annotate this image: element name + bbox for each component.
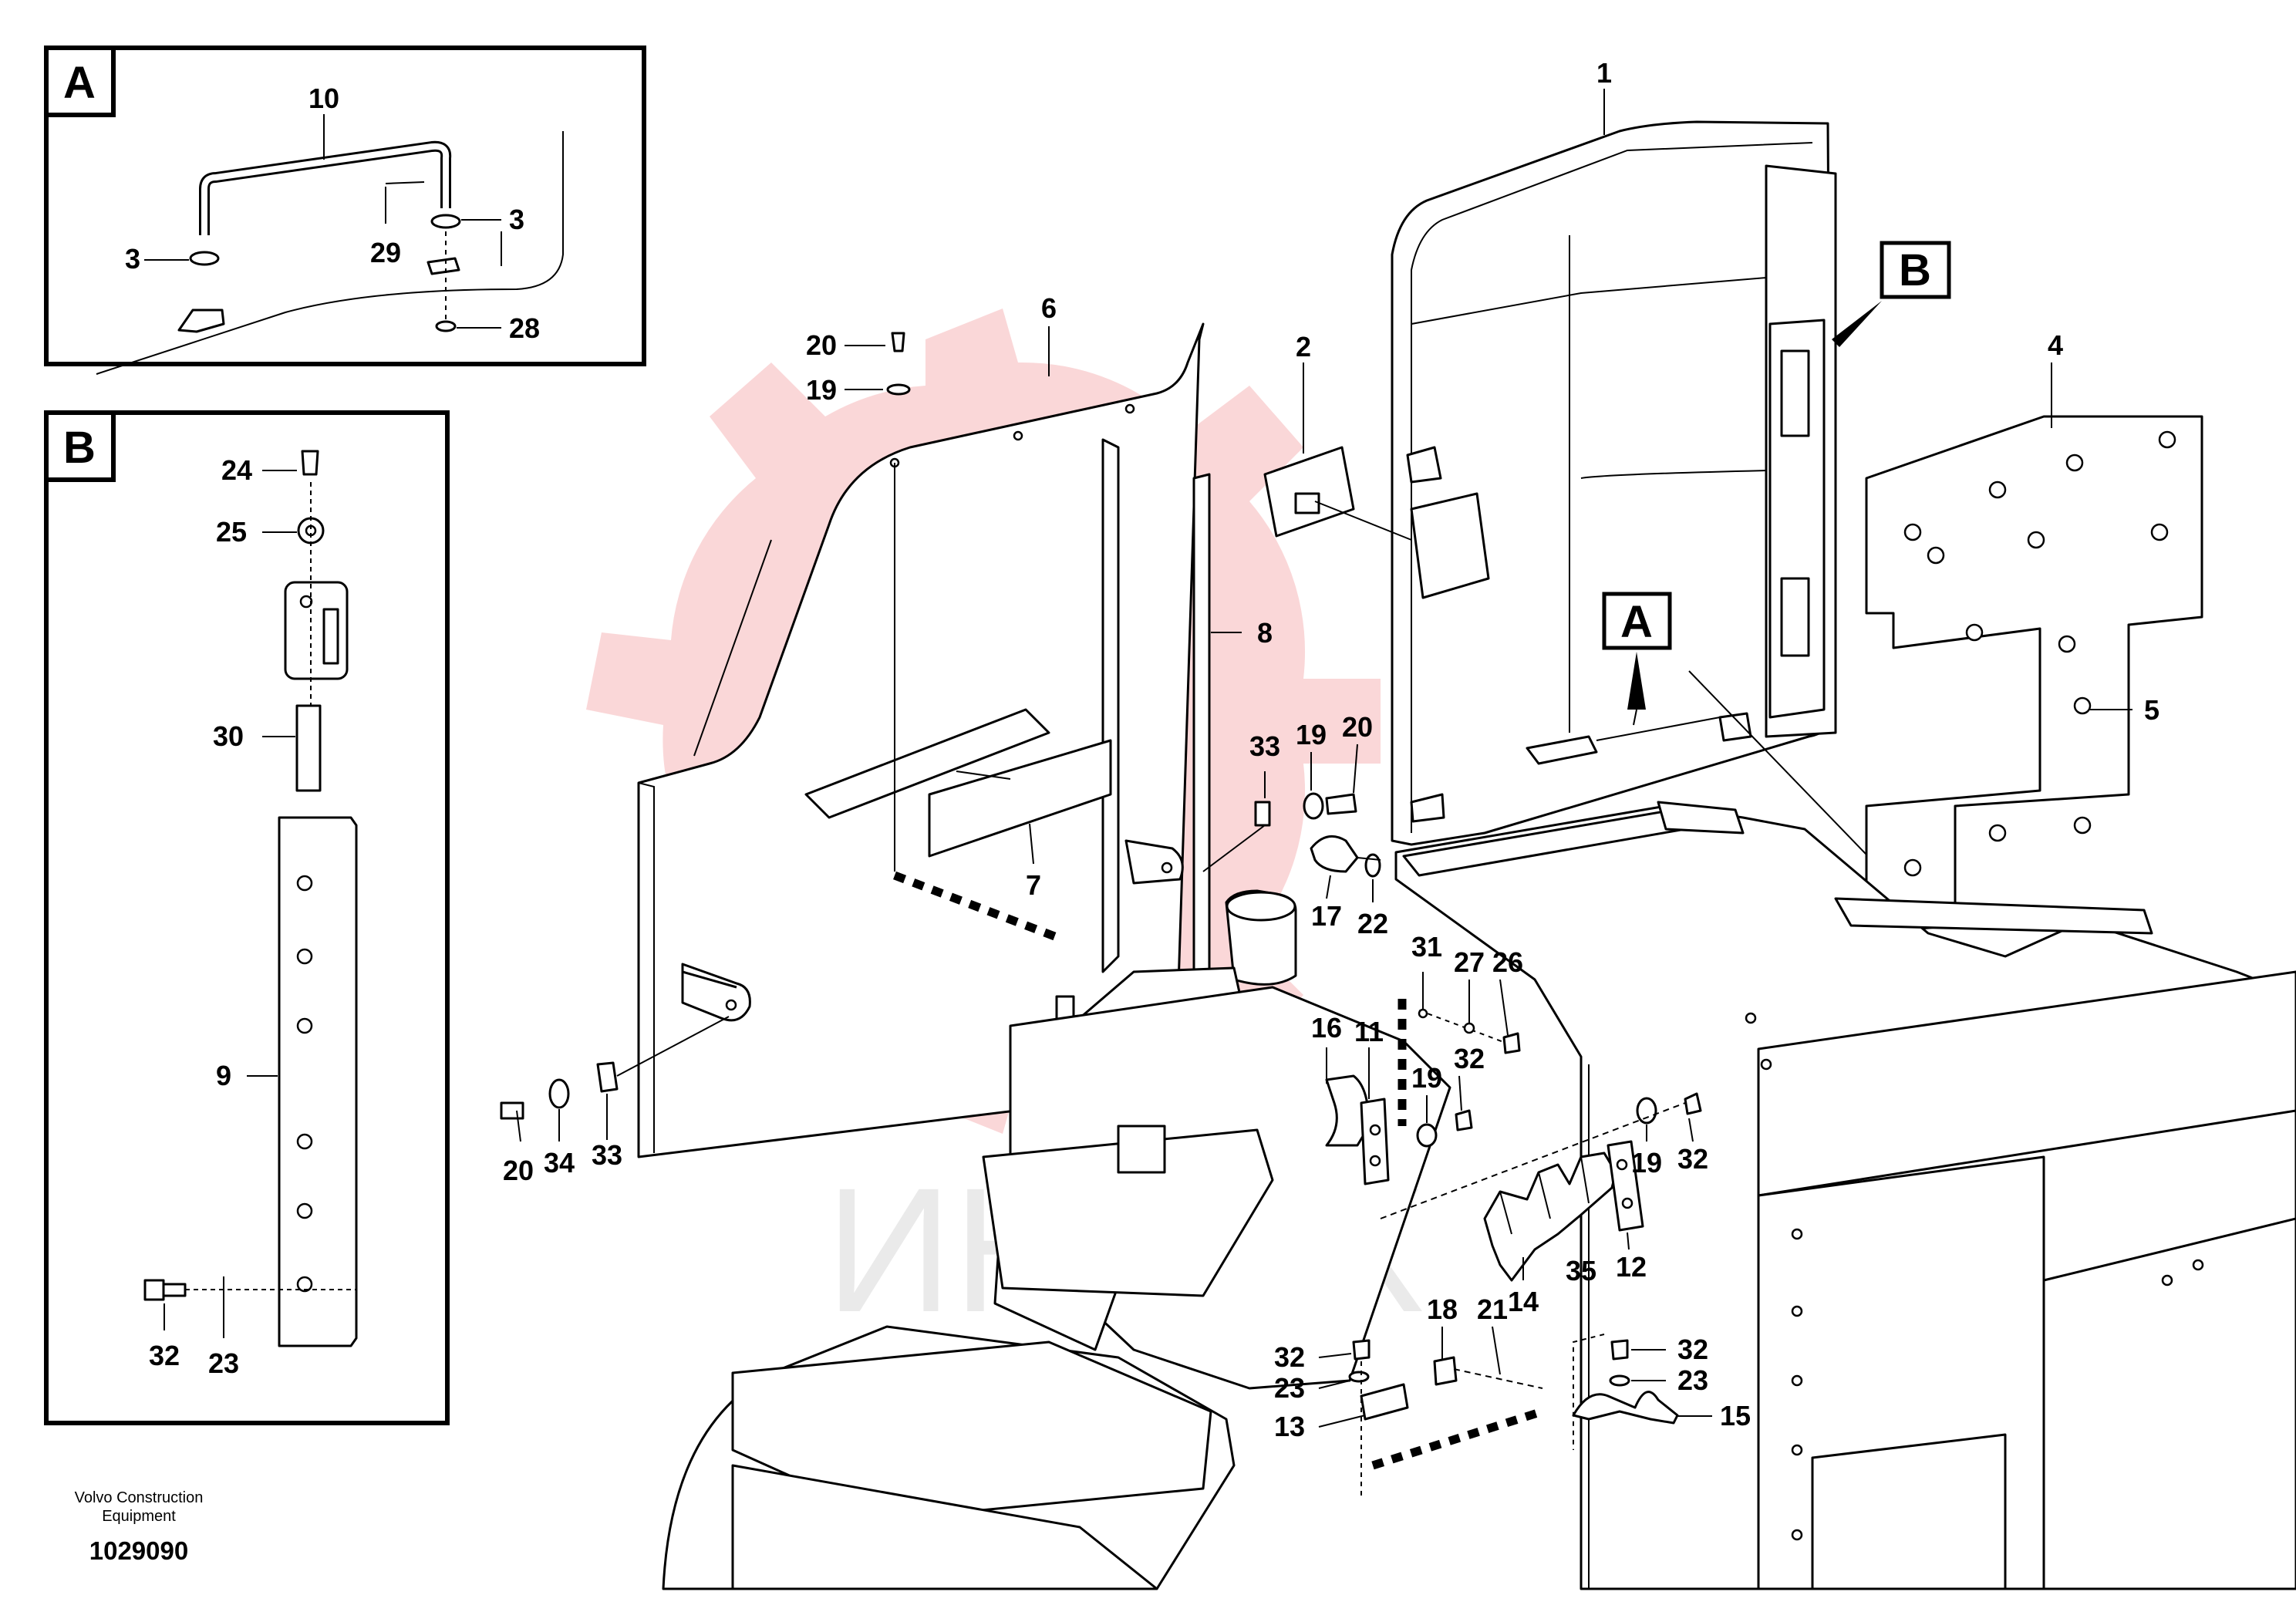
label-25: 25 [216,516,247,548]
label-8: 8 [1257,617,1273,649]
label-30: 30 [213,720,244,752]
label-32-b: 32 [149,1340,180,1371]
label-15: 15 [1720,1400,1751,1431]
label-32-f: 32 [1677,1334,1708,1365]
main-part-labels: 1 2 6 7 20 19 33 19 20 17 22 20 34 33 31… [503,57,1751,1442]
label-5: 5 [2144,694,2159,726]
label-18: 18 [1427,1293,1458,1325]
label-35: 35 [1566,1255,1596,1286]
inset-b-letter: B [63,423,96,473]
label-31: 31 [1411,931,1442,963]
cab-frame-1 [1391,120,1837,846]
label-20-a: 20 [806,329,837,361]
callout-b: B [1832,241,1951,347]
label-3-b: 3 [509,204,524,235]
label-28: 28 [509,312,540,344]
label-13: 13 [1274,1411,1305,1442]
company-line-1: Volvo Construction [74,1489,204,1506]
label-23-f: 23 [1677,1364,1708,1396]
label-19-c: 19 [1411,1062,1442,1094]
label-32-c: 32 [1454,1043,1485,1074]
label-3-a: 3 [125,243,140,275]
callout-a: A [1602,592,1672,726]
label-17: 17 [1311,900,1342,932]
label-12: 12 [1616,1251,1647,1283]
label-16: 16 [1311,1012,1342,1044]
label-19-d: 19 [1631,1147,1662,1179]
footer: Volvo Construction Equipment 1029090 [46,1489,231,1566]
inset-b: B 24 25 30 9 32 2 [44,410,450,1425]
label-10: 10 [308,83,339,114]
label-11: 11 [1354,1016,1384,1047]
label-20-b: 20 [1342,711,1373,743]
drawing-number: 1029090 [89,1536,189,1565]
label-9: 9 [216,1060,231,1091]
label-7: 7 [1026,869,1041,901]
machine-chassis [662,801,2296,1590]
label-23-e: 23 [1274,1372,1305,1404]
label-32-d: 32 [1677,1143,1708,1175]
label-29: 29 [370,237,401,268]
label-26: 26 [1492,946,1523,978]
label-32-e: 32 [1274,1341,1305,1373]
label-27: 27 [1454,946,1485,978]
label-2: 2 [1296,331,1311,363]
strip-8: 8 [1192,473,1273,993]
label-6: 6 [1041,292,1057,324]
label-19-b: 19 [1296,719,1327,750]
panel-6 [637,322,1205,1158]
label-19-a: 19 [806,374,837,406]
callout-a-letter: A [1620,597,1653,647]
label-34: 34 [544,1147,575,1179]
company-line-2: Equipment [102,1508,176,1525]
hardware-main [500,326,1712,1496]
label-14: 14 [1508,1286,1539,1317]
label-21: 21 [1477,1293,1508,1325]
inset-a: A 10 3 3 29 28 [44,46,646,375]
panel-4: 4 5 [1688,329,2203,935]
label-33-a: 33 [1249,730,1280,762]
label-1: 1 [1596,57,1612,89]
label-23-b: 23 [208,1347,239,1379]
inset-a-letter: A [63,58,96,108]
label-24: 24 [221,454,252,486]
label-33-b: 33 [592,1139,622,1171]
label-20-c: 20 [503,1155,534,1186]
label-4: 4 [2048,329,2063,361]
callout-b-letter: B [1899,245,1931,295]
label-22: 22 [1357,908,1388,939]
